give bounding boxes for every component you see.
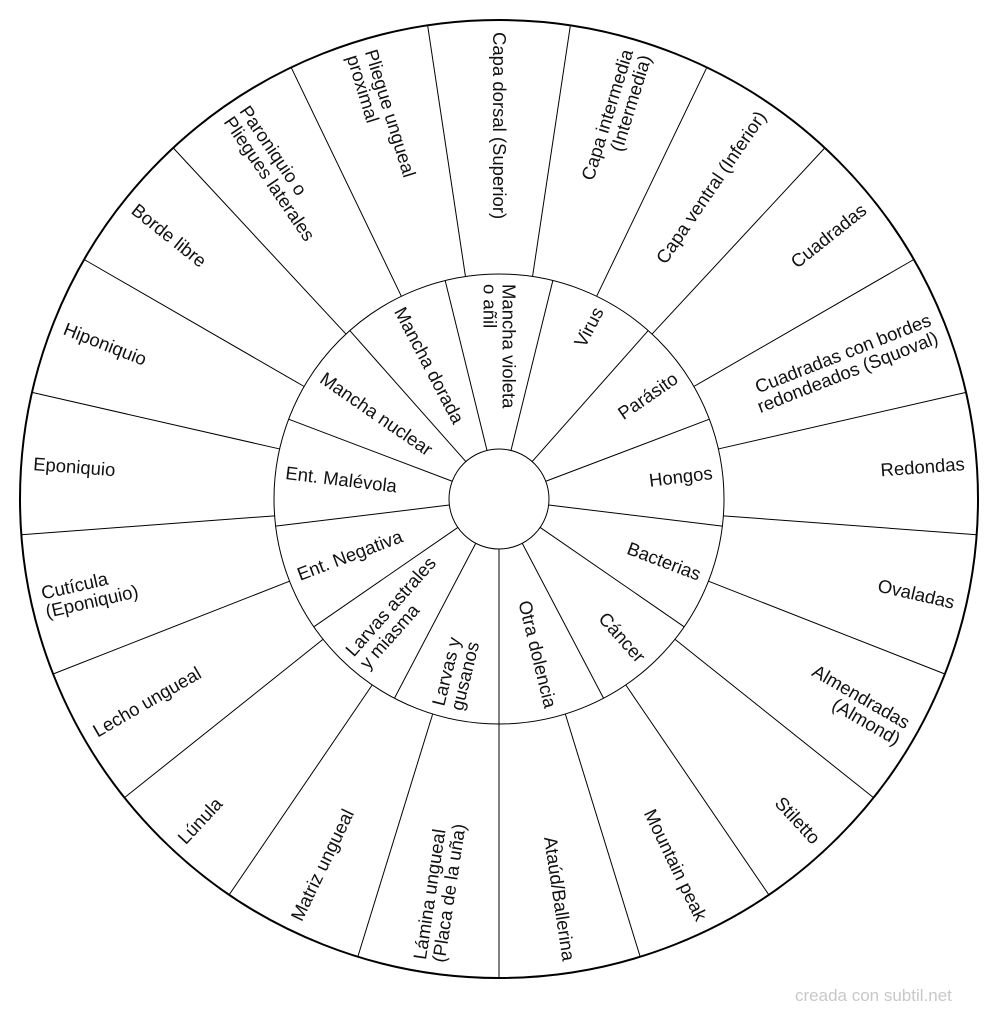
outer_ring-divider: [532, 25, 571, 277]
inner_ring-divider: [548, 504, 723, 527]
outer_ring-divider: [625, 684, 770, 896]
inner_ring-divider: [349, 330, 467, 462]
inner_ring-divider: [531, 330, 649, 462]
outer_ring-divider: [21, 515, 275, 536]
outer_ring-divider: [693, 259, 915, 387]
outer_ring-label: Capa dorsal (Superior): [489, 32, 510, 219]
inner_ring-label: Mancha violetao añil: [480, 284, 520, 409]
inner_ring-divider: [539, 526, 685, 628]
watermark: creada con subtil.net: [795, 986, 952, 1005]
outer_ring-divider: [83, 259, 305, 387]
inner_ring-divider: [521, 543, 605, 699]
outer_ring-divider: [357, 713, 434, 957]
outer_ring-divider: [52, 580, 290, 675]
outer_ring-divider: [228, 684, 373, 896]
inner_ring-divider: [444, 280, 488, 451]
inner_ring-divider: [510, 280, 554, 451]
inner_ring-divider: [275, 504, 450, 527]
outer_ring-divider: [674, 638, 874, 799]
outer_ring-divider: [290, 67, 402, 297]
outer_ring-divider: [172, 147, 347, 335]
outer_ring-divider: [124, 638, 324, 799]
inner_ring-divider: [545, 418, 710, 482]
outer_ring-divider: [596, 67, 708, 297]
inner_ring-divider: [393, 543, 477, 699]
inner_ring-divider: [313, 526, 459, 628]
outer_ring-divider: [31, 391, 280, 450]
outer_ring-divider: [564, 713, 641, 957]
outer_ring-divider: [427, 25, 466, 277]
inner_ring-divider: [288, 418, 453, 482]
outer_ring-divider: [708, 580, 946, 675]
outer_ring-divider: [723, 515, 977, 536]
outer_ring-divider: [651, 147, 826, 335]
outer_ring-divider: [718, 391, 967, 450]
center-circle: [448, 448, 550, 550]
